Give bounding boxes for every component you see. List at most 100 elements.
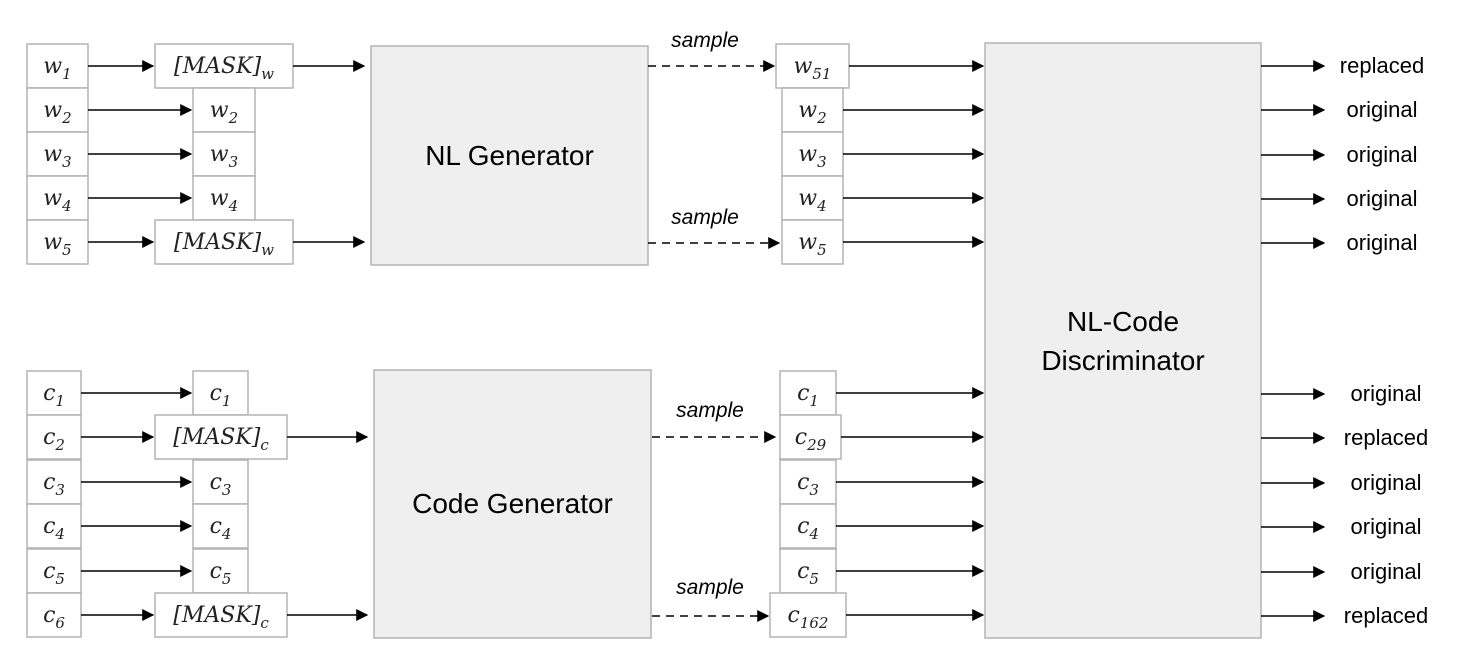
nl-sampled-token-base: w xyxy=(798,186,817,211)
code-input-token: c6 xyxy=(43,603,65,632)
nl-input-token-subscript: 2 xyxy=(61,109,72,127)
nl-sampled-token: w4 xyxy=(798,186,826,215)
nl-generator-box xyxy=(370,45,649,266)
code-masked-token: [MASK]c xyxy=(173,603,269,632)
discriminator-label-line2: Discriminator xyxy=(1041,345,1204,376)
code-input-token: c1 xyxy=(43,381,65,410)
nl-masked-token: w2 xyxy=(210,98,238,127)
nl-masked-token: [MASK]w xyxy=(174,54,274,83)
nl-sampled-token-box xyxy=(781,175,844,221)
nl-input-token-box xyxy=(26,219,89,265)
nl-sampled-token-subscript: 4 xyxy=(816,197,827,215)
nl-input-token: w4 xyxy=(43,186,71,215)
code-sampled-token-base: c xyxy=(797,559,809,584)
code-sampled-token: c4 xyxy=(797,514,819,543)
sample-label: sample xyxy=(676,399,744,422)
nl-masked-token-base: [MASK] xyxy=(174,54,262,79)
code-masked-token: c3 xyxy=(210,470,232,499)
code-input-token-box xyxy=(26,503,82,549)
code-input-token-subscript: 5 xyxy=(55,570,65,588)
code-sampled-token-box xyxy=(779,548,837,594)
code-input-token: c4 xyxy=(43,514,65,543)
code-masked-token-base: [MASK] xyxy=(173,603,261,628)
nl-masked-token-subscript: 4 xyxy=(228,197,239,215)
code-masked-token-base: c xyxy=(210,559,222,584)
nl-input-token-box xyxy=(26,43,89,89)
nl-masked-token-base: [MASK] xyxy=(174,230,262,255)
code-input-token-box xyxy=(26,414,82,460)
code-masked-token-box xyxy=(154,414,288,460)
code-input-token-base: c xyxy=(43,603,55,628)
code-input-token-base: c xyxy=(43,559,55,584)
output-label: original xyxy=(1351,381,1422,406)
nl-sampled-token-subscript: 51 xyxy=(812,65,831,83)
code-masked-token-subscript: c xyxy=(260,436,269,454)
nl-sampled-token: w2 xyxy=(798,98,826,127)
nl-input-token-base: w xyxy=(43,98,62,123)
output-label: original xyxy=(1351,514,1422,539)
nl-sampled-token: w51 xyxy=(794,54,832,83)
output-label: original xyxy=(1347,142,1418,167)
nl-masked-token-box xyxy=(154,219,294,265)
nl-input-token-subscript: 1 xyxy=(62,65,72,83)
nl-masked-token: w3 xyxy=(210,142,238,171)
nl-input-token: w5 xyxy=(43,230,71,259)
code-masked-token-base: c xyxy=(210,470,222,495)
code-input-token-base: c xyxy=(43,470,55,495)
nl-generator-label: NL Generator xyxy=(425,140,594,171)
code-masked-token-box xyxy=(192,370,249,416)
nl-sampled-token-subscript: 5 xyxy=(817,241,827,259)
nl-masked-token: [MASK]w xyxy=(174,230,274,259)
nl-sampled-token-subscript: 2 xyxy=(816,109,827,127)
code-masked-token-base: c xyxy=(210,381,222,406)
code-sampled-token: c3 xyxy=(797,470,819,499)
nl-input-token: w1 xyxy=(43,54,71,83)
code-masked-token-box xyxy=(192,503,249,549)
code-masked-token-box xyxy=(154,592,288,638)
nl-input-token-subscript: 4 xyxy=(61,197,72,215)
code-input-token: c3 xyxy=(43,470,65,499)
code-input-token-box xyxy=(26,592,82,638)
nl-masked-token-box xyxy=(192,131,256,177)
code-input-token-subscript: 6 xyxy=(55,614,65,632)
code-sampled-token: c1 xyxy=(797,381,819,410)
nl-input-token-base: w xyxy=(43,230,62,255)
code-input-token-base: c xyxy=(43,514,55,539)
code-sampled-token-base: c xyxy=(795,425,807,450)
code-masked-token: c5 xyxy=(210,559,232,588)
code-sampled-token-box xyxy=(779,503,837,549)
code-sampled-token-subscript: 162 xyxy=(800,614,829,632)
code-sampled-token: c5 xyxy=(797,559,819,588)
output-label: original xyxy=(1347,97,1418,122)
code-masked-token: [MASK]c xyxy=(173,425,269,454)
nl-input-token-box xyxy=(26,175,89,221)
output-label: original xyxy=(1347,230,1418,255)
code-masked-token-base: [MASK] xyxy=(173,425,261,450)
nl-sampled-token-box xyxy=(781,87,844,133)
code-generator-box xyxy=(373,369,652,639)
code-sampled-token-base: c xyxy=(788,603,800,628)
code-masked-token: c4 xyxy=(210,514,232,543)
sample-label: sample xyxy=(676,576,744,599)
nl-sampled-token: w3 xyxy=(798,142,826,171)
code-input-token-base: c xyxy=(43,381,55,406)
nl-sampled-token-subscript: 3 xyxy=(817,153,827,171)
nl-masked-token: w4 xyxy=(210,186,238,215)
code-input-token-subscript: 1 xyxy=(55,392,65,410)
nl-input-token-base: w xyxy=(43,186,62,211)
nl-sampled-token-base: w xyxy=(798,98,817,123)
nl-masked-token-base: w xyxy=(210,142,229,167)
code-sampled-token: c29 xyxy=(795,425,827,454)
nl-sampled-token-box xyxy=(781,219,844,265)
nl-input-token: w2 xyxy=(43,98,71,127)
code-sampled-token-box xyxy=(779,414,842,460)
nl-masked-token-box xyxy=(154,43,294,89)
nl-input-token-base: w xyxy=(43,142,62,167)
code-sampled-token: c162 xyxy=(788,603,829,632)
code-masked-token-subscript: 5 xyxy=(222,570,232,588)
code-sampled-token-subscript: 29 xyxy=(806,436,827,454)
code-masked-token-box xyxy=(192,548,249,594)
output-label: original xyxy=(1351,559,1422,584)
